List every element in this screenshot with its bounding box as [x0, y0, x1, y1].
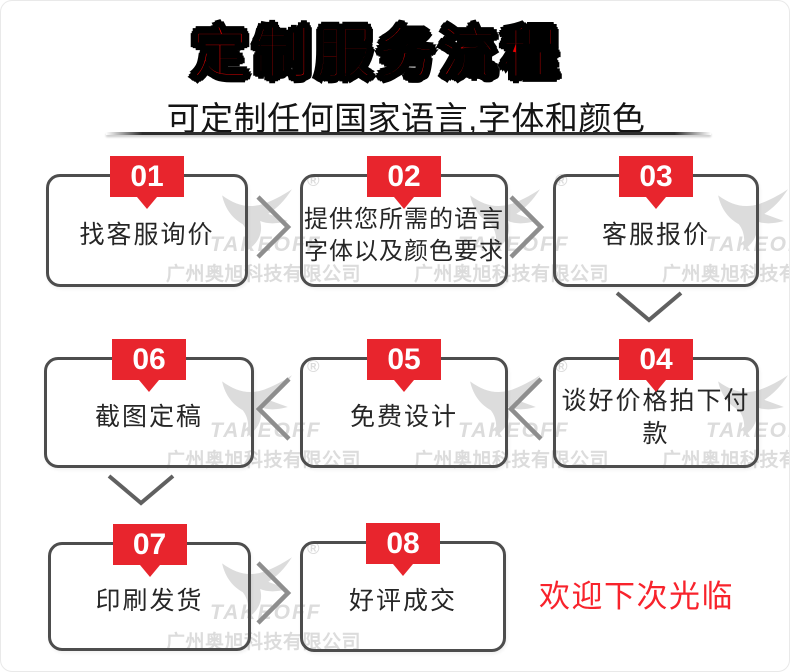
step-label: 提供您所需的语言 字体以及颜色要求: [304, 194, 504, 267]
welcome-text: 欢迎下次光临: [539, 579, 734, 614]
watermark-brand: TAKEOFF: [706, 419, 789, 442]
step-box-06: 06 截图定稿: [44, 339, 254, 468]
badge-pointer-icon: [394, 380, 414, 392]
badge-pointer-icon: [139, 380, 159, 392]
step-number: 08: [386, 526, 420, 560]
badge-pointer-icon: [646, 380, 666, 392]
step-label-line2: 字体以及颜色要求: [304, 237, 504, 265]
step-box-07: 07 印刷发货: [48, 524, 251, 651]
step-box-08: 08 好评成交: [300, 523, 506, 652]
step-box-04: 04 谈好价格拍下付款: [553, 339, 759, 468]
step-number: 01: [130, 159, 164, 193]
step-box-05: 05 免费设计: [300, 339, 508, 468]
arrow-right-01-02-icon: [256, 195, 292, 259]
step-label-line1: 好评成交: [348, 587, 457, 615]
watermark-brand: TAKEOFF: [210, 233, 322, 256]
step-label: 找客服询价: [79, 209, 214, 252]
step-number: 03: [639, 159, 673, 193]
arrow-right-07-08-icon: [256, 561, 292, 625]
step-label: 客服报价: [602, 209, 710, 252]
step-label: 免费设计: [350, 391, 458, 434]
bird-logo-icon: [718, 375, 788, 437]
step-label-line1: 免费设计: [349, 403, 458, 431]
bird-logo-icon: [222, 189, 292, 251]
step-number: 07: [132, 527, 167, 561]
step-number: 04: [639, 342, 673, 376]
step-number-badge: 04: [619, 339, 693, 392]
step-number-badge: 06: [112, 339, 186, 392]
subtitle-divider: [106, 132, 711, 135]
badge-pointer-icon: [139, 565, 160, 577]
step-number-badge: 05: [367, 339, 441, 392]
arrow-down-06-07-icon: [107, 474, 175, 506]
watermark-brand: TAKEOFF: [210, 419, 322, 442]
step-label-line1: 谈好价格拍下付款: [561, 386, 751, 448]
step-label: 截图定稿: [95, 391, 203, 434]
step-label-line1: 找客服询价: [79, 221, 215, 249]
bird-logo-icon: [718, 189, 788, 251]
step-number-badge: 03: [619, 156, 693, 209]
arrow-left-04-05-icon: [507, 377, 543, 441]
step-number: 06: [132, 342, 166, 376]
step-label: 好评成交: [349, 575, 457, 618]
bird-logo-icon: [222, 557, 292, 619]
step-label: 印刷发货: [95, 575, 203, 618]
step-label-line1: 印刷发货: [95, 587, 204, 615]
page-subtitle: 可定制任何国家语言,字体和颜色: [166, 100, 646, 137]
step-label-line1: 客服报价: [601, 221, 710, 249]
badge-pointer-icon: [393, 564, 413, 576]
step-number-badge: 01: [110, 156, 184, 209]
step-box-01: 01 找客服询价: [46, 156, 248, 287]
arrow-down-03-04-icon: [615, 291, 683, 323]
step-box-02: 02 提供您所需的语言 字体以及颜色要求: [300, 156, 508, 287]
step-number: 02: [387, 159, 421, 193]
badge-pointer-icon: [394, 197, 414, 209]
badge-pointer-icon: [646, 197, 666, 209]
watermark-brand: TAKEOFF: [210, 601, 322, 624]
step-number-badge: 02: [367, 156, 441, 209]
page-title: 定制服务流程: [191, 22, 564, 85]
arrow-left-05-06-icon: [255, 377, 291, 441]
step-label-line1: 提供您所需的语言: [304, 205, 504, 233]
step-number: 05: [387, 342, 421, 376]
badge-pointer-icon: [137, 197, 157, 209]
step-box-03: 03 客服报价: [553, 156, 759, 287]
step-number-badge: 08: [366, 523, 440, 576]
step-label-line1: 截图定稿: [94, 403, 203, 431]
watermark-brand: TAKEOFF: [706, 233, 789, 256]
arrow-right-02-03-icon: [509, 195, 545, 259]
watermark-brand: TAKEOFF: [458, 233, 570, 256]
step-number-badge: 07: [112, 524, 187, 577]
